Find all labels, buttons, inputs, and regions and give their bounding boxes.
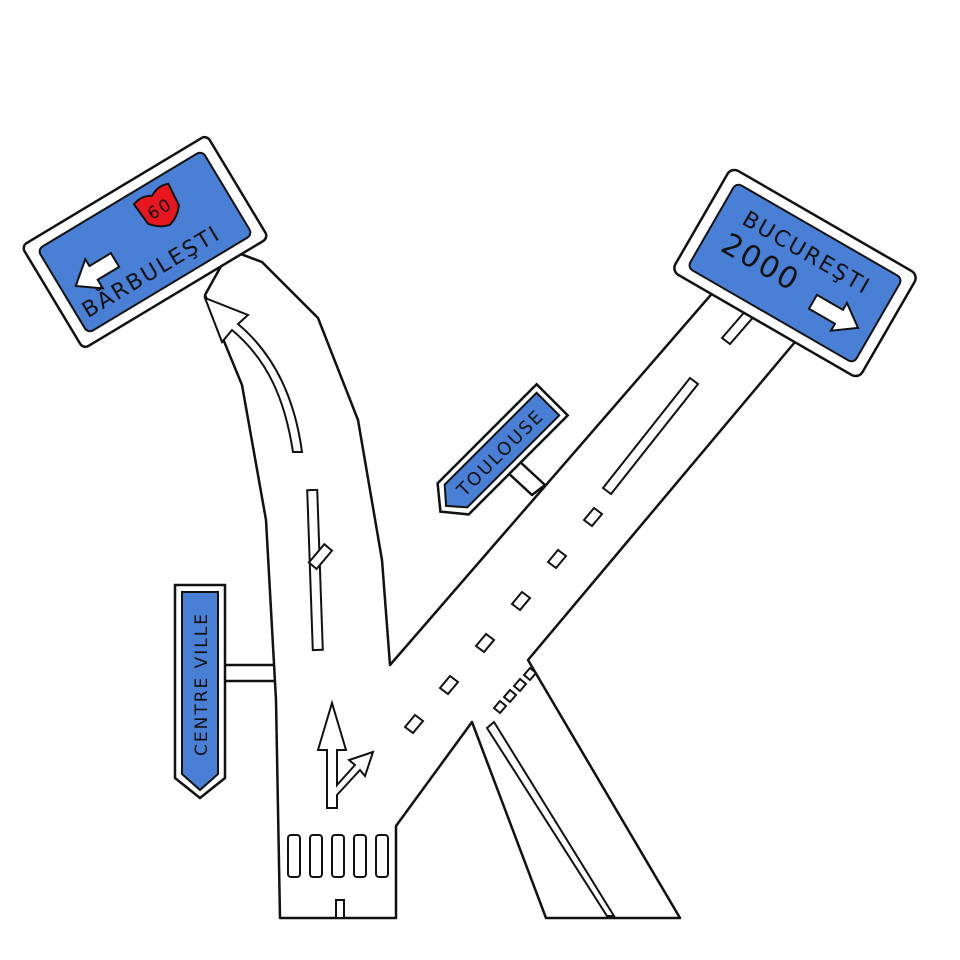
bucuresti-sign: BUCUREŞTI 2000 — [673, 168, 917, 378]
centre-ville-label: CENTRE VILLE — [192, 612, 212, 756]
arrow-left-icon — [74, 251, 121, 290]
lane-markings — [306, 306, 758, 917]
centre-ville-sign: CENTRE VILLE — [173, 583, 227, 800]
straight-right-lane-arrow — [316, 699, 375, 809]
barbulesti-sign: 60 BĂRBULEŞTI — [22, 135, 268, 349]
road-surface — [203, 248, 797, 920]
arrow-right-icon — [807, 293, 860, 332]
route-shield-icon: 60 — [132, 182, 180, 228]
curved-lane-arrow — [203, 296, 304, 453]
crosswalk — [287, 834, 389, 919]
